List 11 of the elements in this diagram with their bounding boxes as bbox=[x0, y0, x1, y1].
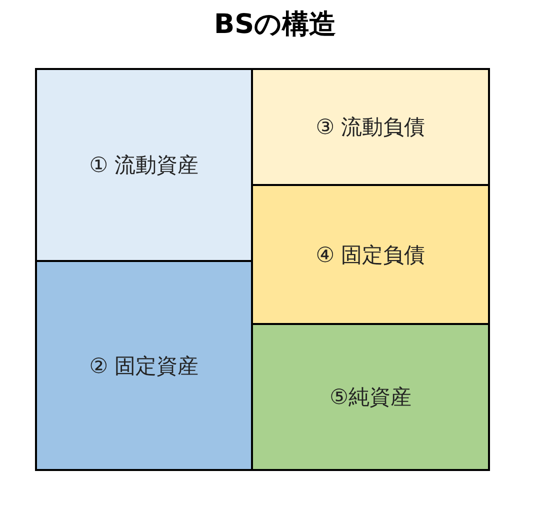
block-label: ④ 固定負債 bbox=[316, 242, 426, 268]
balance-sheet-block bbox=[251, 184, 490, 325]
block-label: ③ 流動負債 bbox=[316, 114, 426, 141]
balance-sheet-block bbox=[251, 68, 490, 186]
block-label: ② 固定資産 bbox=[89, 352, 199, 380]
balance-sheet-block bbox=[35, 260, 253, 471]
balance-sheet-block bbox=[251, 323, 490, 471]
diagram-title: BSの構造 bbox=[212, 8, 338, 42]
block-label: ① 流動資産 bbox=[89, 152, 199, 179]
block-label: ⑤純資産 bbox=[330, 384, 412, 411]
balance-sheet-block bbox=[35, 68, 253, 262]
